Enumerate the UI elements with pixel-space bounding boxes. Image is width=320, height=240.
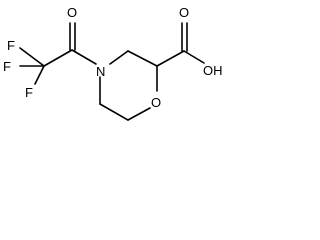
bond-c3-c2: [127, 50, 158, 67]
fluorine-bottom-label: F: [25, 85, 33, 100]
bond-cf3-carbonyl: [43, 49, 73, 67]
fluorine-left-label: F: [3, 59, 11, 74]
bond-c2-acid-carbon: [156, 50, 185, 67]
molecule-structure: F F F O N O O OH: [3, 5, 223, 121]
bond-c6-c5: [99, 103, 129, 121]
bonds: [19, 22, 205, 121]
fluorine-top-label: F: [7, 38, 15, 53]
bond-carbonyl-nitrogen: [71, 49, 97, 65]
acid-carbonyl-oxygen-label: O: [179, 5, 189, 20]
carbonyl-oxygen-label: O: [67, 5, 77, 20]
bond-acid-oh: [183, 50, 205, 64]
bond-cf3-f-bottom: [34, 65, 45, 85]
ring-nitrogen-label: N: [96, 64, 105, 79]
bond-n-c3: [109, 50, 129, 65]
bond-o-ring-c6: [127, 107, 151, 121]
atom-labels: F F F O N O O OH: [3, 5, 223, 110]
acid-hydroxyl-label: OH: [203, 63, 223, 78]
ring-oxygen-label: O: [151, 95, 161, 110]
bond-cf3-f-top: [19, 47, 45, 67]
